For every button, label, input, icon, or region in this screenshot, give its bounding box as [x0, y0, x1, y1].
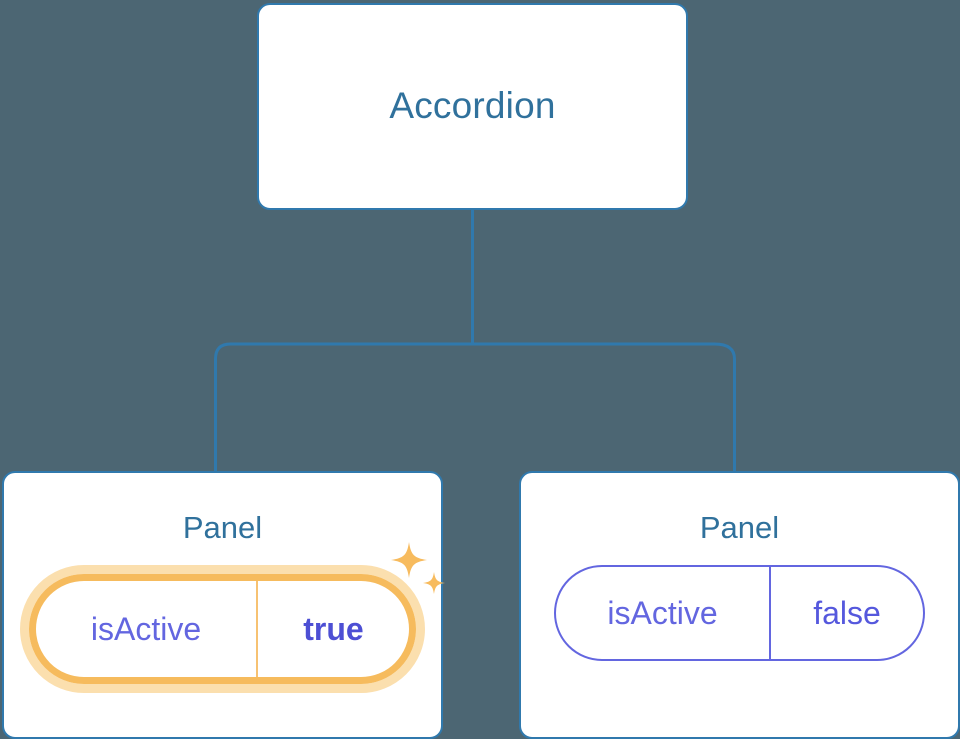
connector-branch-bus — [214, 342, 736, 471]
prop-pill-left-divider — [256, 581, 258, 678]
prop-pill-right-value: false — [813, 594, 881, 631]
prop-pill-right-wrap: isActive false — [554, 565, 925, 662]
prop-pill-left-highlight-ring: isActive true — [20, 565, 425, 694]
prop-pill-left-value: true — [303, 610, 364, 647]
prop-pill-right-key: isActive — [607, 594, 718, 631]
node-panel-left[interactable]: Panel isActive true — [2, 471, 445, 739]
prop-pill-right-divider — [769, 567, 771, 660]
node-panel-right[interactable]: Panel isActive false — [519, 471, 960, 739]
node-panel-left-title: Panel — [182, 510, 263, 545]
node-accordion[interactable]: Accordion — [257, 3, 688, 210]
prop-pill-left-wrap: isActive true — [20, 542, 445, 694]
node-accordion-title: Accordion — [389, 85, 556, 127]
prop-pill-left-key: isActive — [90, 610, 202, 647]
prop-pill-right[interactable]: isActive false — [554, 565, 925, 662]
prop-pill-left[interactable]: isActive true — [29, 574, 416, 685]
node-panel-right-title: Panel — [699, 510, 780, 545]
